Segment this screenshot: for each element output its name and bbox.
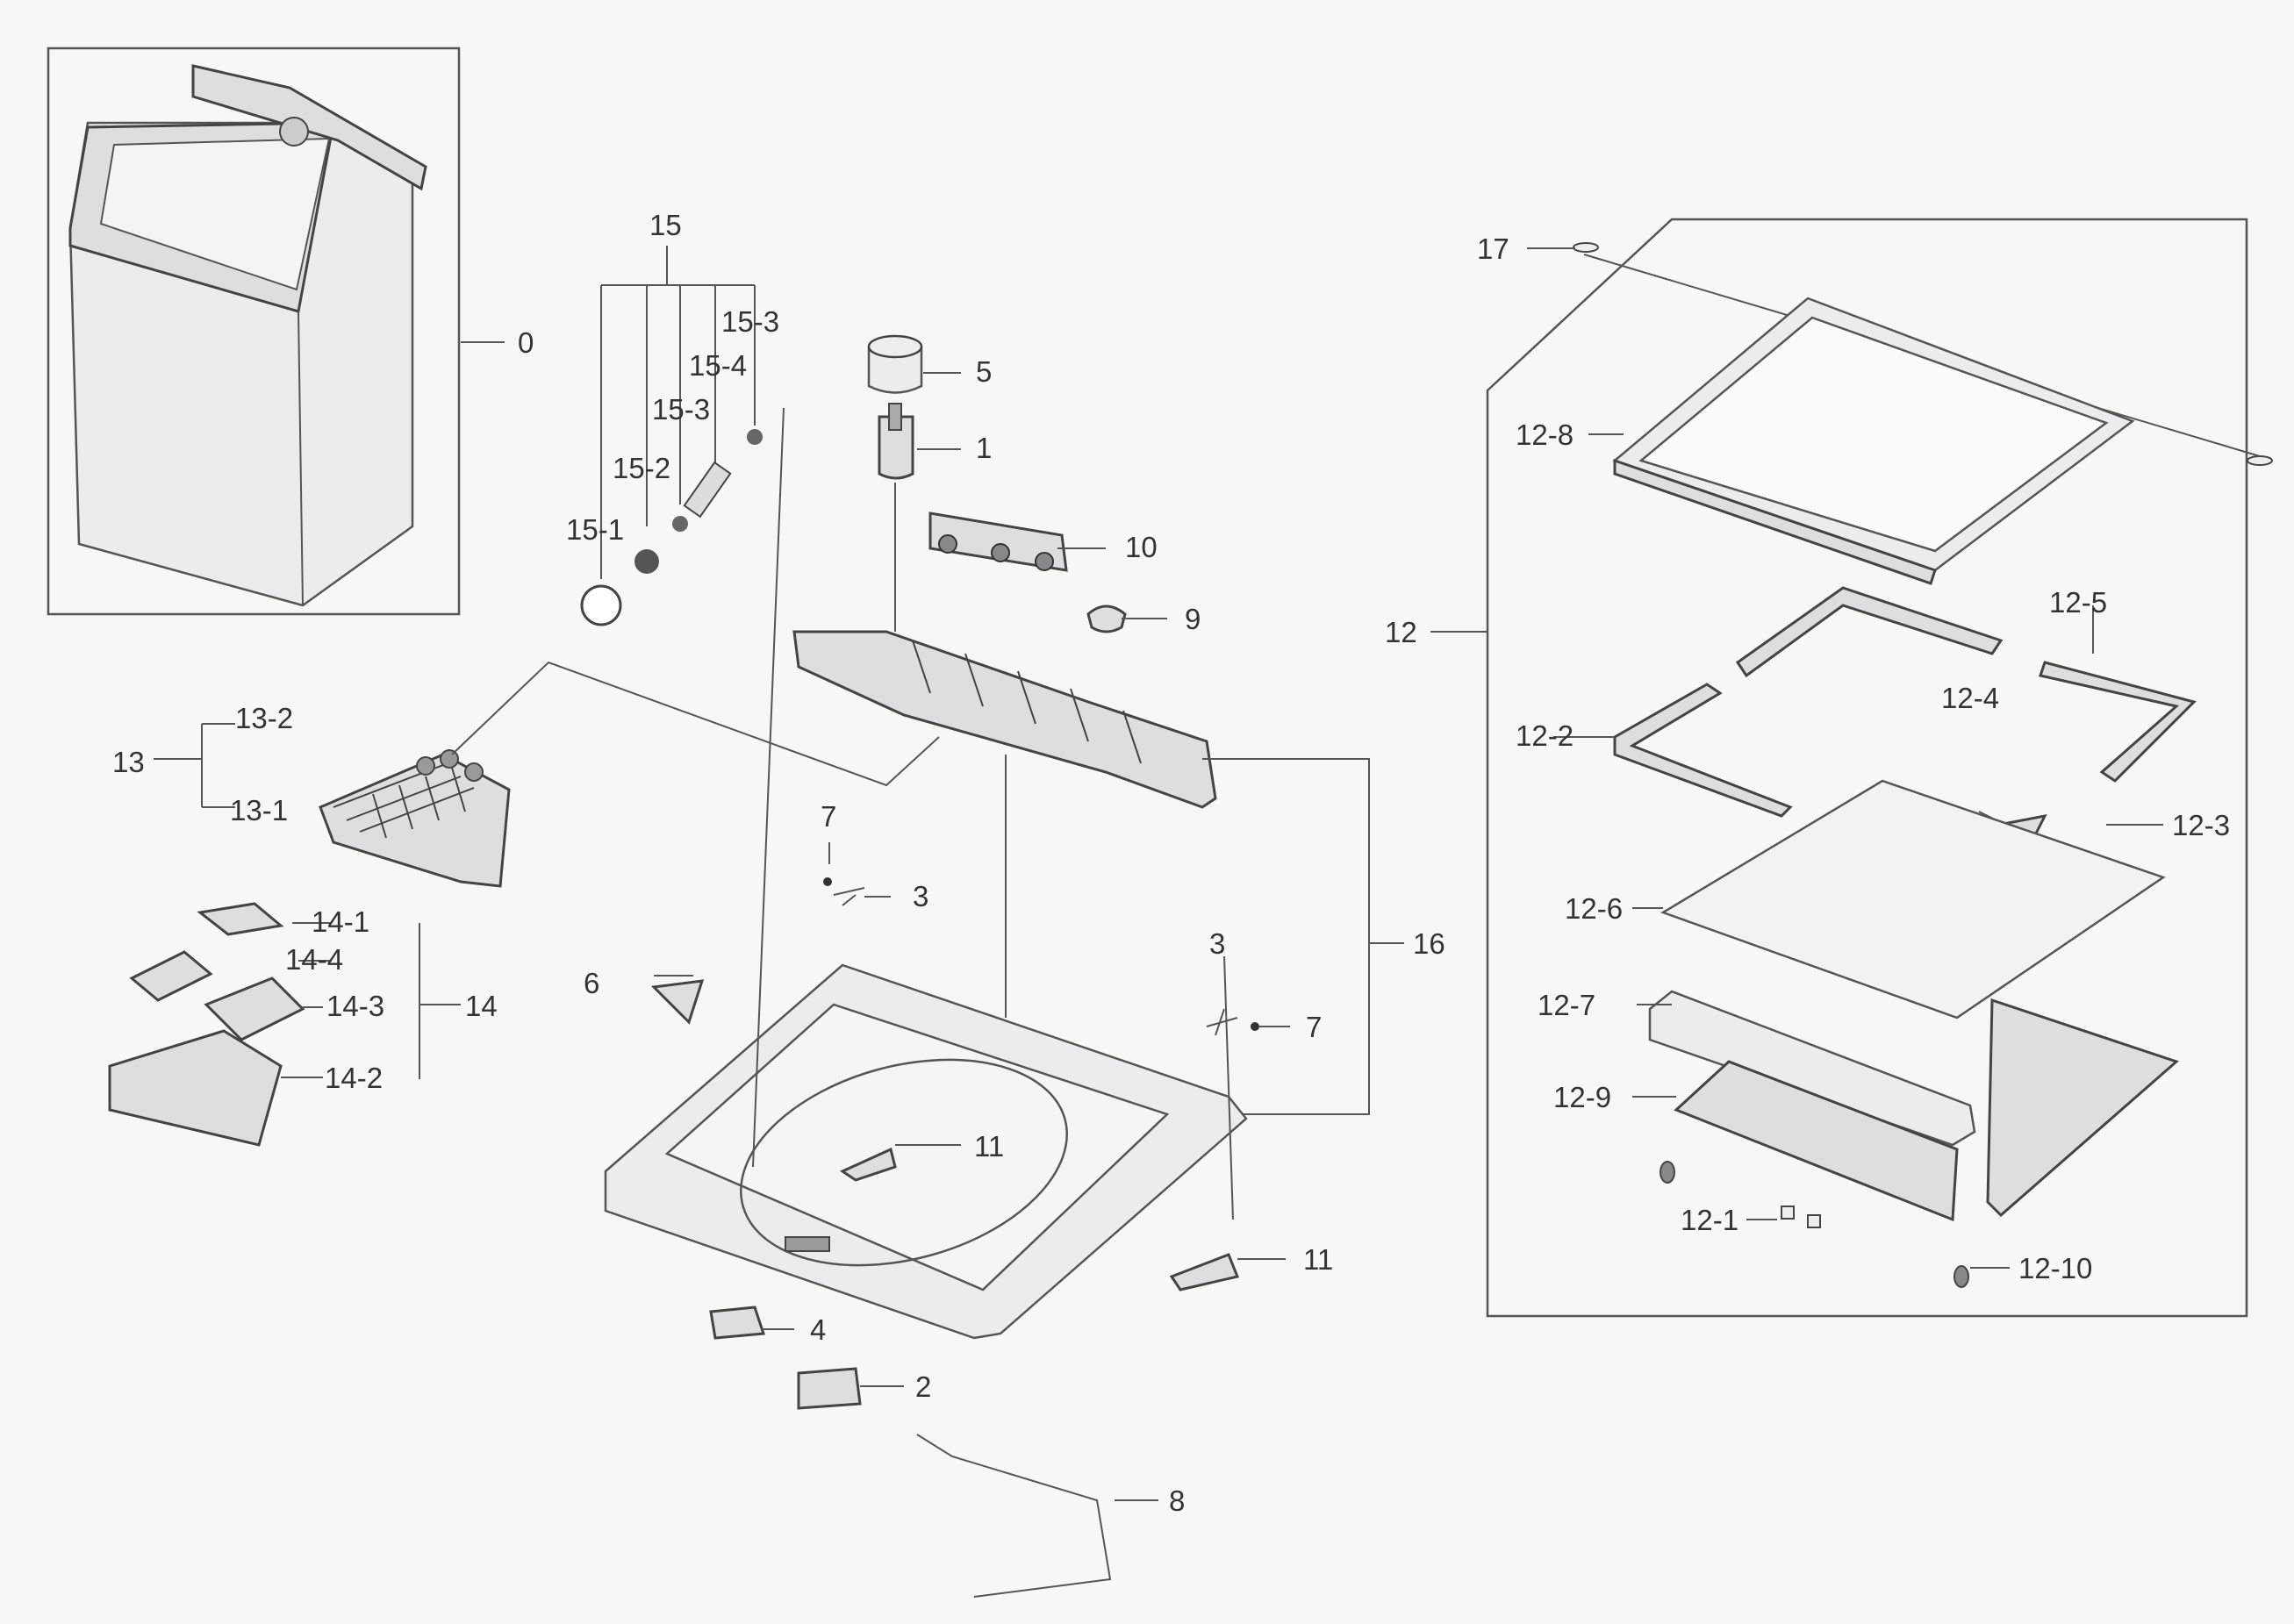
label-14: 14 — [465, 990, 498, 1022]
label-4: 4 — [810, 1313, 826, 1346]
dispenser-housing — [154, 661, 940, 888]
leader-lines — [281, 247, 2163, 1501]
label-15-3-lower: 15-3 — [652, 393, 710, 426]
label-13-1: 13-1 — [230, 794, 288, 826]
label-11-upper: 11 — [974, 1130, 1004, 1163]
top-cover — [604, 407, 1248, 1340]
label-14-2: 14-2 — [325, 1062, 383, 1094]
label-3-left: 3 — [913, 880, 928, 912]
label-3-right: 3 — [1209, 927, 1225, 960]
label-11-lower: 11 — [1303, 1243, 1333, 1276]
label-15-2: 15-2 — [613, 452, 670, 484]
label-14-3: 14-3 — [326, 990, 384, 1022]
label-12-9: 12-9 — [1553, 1081, 1611, 1113]
label-5: 5 — [976, 355, 992, 388]
label-16: 16 — [1413, 927, 1445, 960]
label-12: 12 — [1385, 616, 1417, 648]
callout-labels: 0 15 15-3 15-4 15-3 15-2 15-1 5 1 10 9 1… — [112, 209, 2230, 1517]
control-components — [867, 334, 1127, 1018]
label-1: 1 — [976, 432, 992, 464]
label-12-10: 12-10 — [2018, 1252, 2092, 1284]
label-12-1: 12-1 — [1681, 1204, 1738, 1236]
label-17: 17 — [1477, 233, 1509, 265]
label-10: 10 — [1125, 531, 1158, 563]
label-15: 15 — [649, 209, 682, 241]
label-14-4: 14-4 — [285, 943, 343, 976]
label-7-left: 7 — [821, 800, 836, 833]
label-14-1: 14-1 — [312, 905, 369, 938]
control-panel-frame — [792, 630, 1404, 1115]
label-2: 2 — [915, 1370, 931, 1403]
label-0: 0 — [518, 326, 534, 359]
label-15-1: 15-1 — [566, 513, 624, 546]
label-12-3: 12-3 — [2172, 809, 2230, 841]
label-6: 6 — [584, 967, 599, 999]
label-15-3-upper: 15-3 — [721, 305, 779, 338]
label-12-7: 12-7 — [1538, 989, 1595, 1021]
label-12-8: 12-8 — [1516, 419, 1574, 451]
label-9: 9 — [1185, 603, 1201, 635]
label-12-2: 12-2 — [1516, 719, 1574, 752]
label-15-4: 15-4 — [689, 349, 747, 382]
lid-hinge-parts — [580, 246, 763, 626]
label-12-4: 12-4 — [1941, 682, 1999, 714]
label-7-right: 7 — [1306, 1011, 1322, 1043]
label-12-6: 12-6 — [1565, 892, 1623, 925]
small-fasteners — [709, 877, 1259, 1598]
label-8: 8 — [1169, 1484, 1185, 1517]
detergent-drawer-parts — [108, 902, 461, 1147]
washer-cabinet-illustration — [47, 47, 461, 616]
label-13-2: 13-2 — [235, 702, 293, 734]
label-13: 13 — [112, 746, 145, 778]
label-12-5: 12-5 — [2049, 586, 2107, 619]
lid-assembly — [1486, 218, 2273, 1318]
